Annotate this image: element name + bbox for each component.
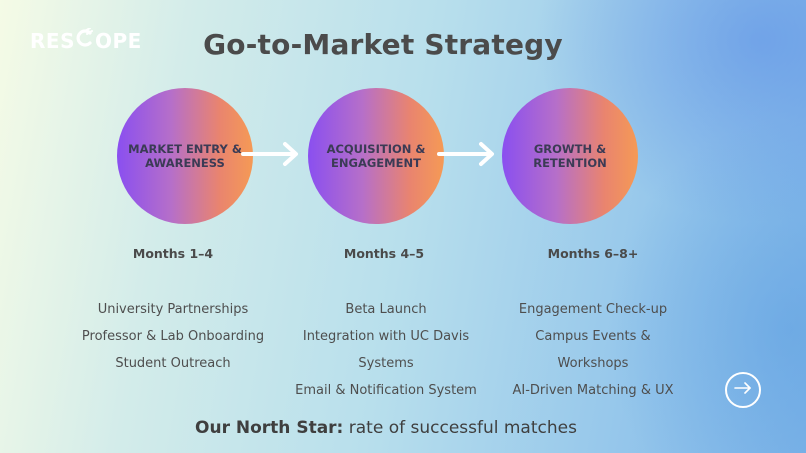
north-star-label: Our North Star: <box>195 418 344 438</box>
arrow-right-icon <box>437 140 497 173</box>
arrow-right-icon <box>734 381 752 399</box>
phase-label: ACQUISITION & ENGAGEMENT <box>326 142 426 170</box>
scope-c-icon <box>76 27 94 53</box>
phase-items-acquisition: Beta Launch Integration with UC Davis Sy… <box>281 296 491 404</box>
next-slide-button[interactable] <box>725 372 761 408</box>
list-item: Campus Events & <box>535 329 651 344</box>
list-item: Student Outreach <box>115 356 231 371</box>
phase-circle-market-entry: MARKET ENTRY & AWARENESS <box>117 88 253 224</box>
phase-circle-acquisition: ACQUISITION & ENGAGEMENT <box>308 88 444 224</box>
phase-label: GROWTH & RETENTION <box>533 142 607 170</box>
phase-circle-growth: GROWTH & RETENTION <box>502 88 638 224</box>
list-item: Beta Launch <box>345 302 427 317</box>
logo-text-right: OPE <box>94 28 142 53</box>
list-item: Professor & Lab Onboarding <box>81 329 265 344</box>
logo: RES OPE <box>30 27 142 53</box>
page-title: Go-to-Market Strategy <box>203 28 563 61</box>
list-item: Integration with UC Davis <box>302 329 470 344</box>
list-item: Systems <box>358 356 414 371</box>
north-star-text: rate of successful matches <box>343 418 577 438</box>
list-item: University Partnerships <box>97 302 249 317</box>
phase-months: Months 6–8+ <box>547 246 639 261</box>
phase-items-market-entry: University Partnerships Professor & Lab … <box>68 296 278 377</box>
list-item: AI-Driven Matching & UX <box>512 383 674 398</box>
phase-months: Months 1–4 <box>132 246 214 261</box>
list-item: Email & Notification System <box>295 383 477 398</box>
list-item: Workshops <box>557 356 629 371</box>
logo-text-left: RES <box>30 28 75 53</box>
phase-items-growth: Engagement Check-up Campus Events & Work… <box>488 296 698 404</box>
phase-months: Months 4–5 <box>343 246 425 261</box>
phase-label: MARKET ENTRY & AWARENESS <box>128 142 242 170</box>
list-item: Engagement Check-up <box>518 302 668 317</box>
arrow-right-icon <box>241 140 301 173</box>
north-star-statement: Our North Star: rate of successful match… <box>0 418 772 438</box>
